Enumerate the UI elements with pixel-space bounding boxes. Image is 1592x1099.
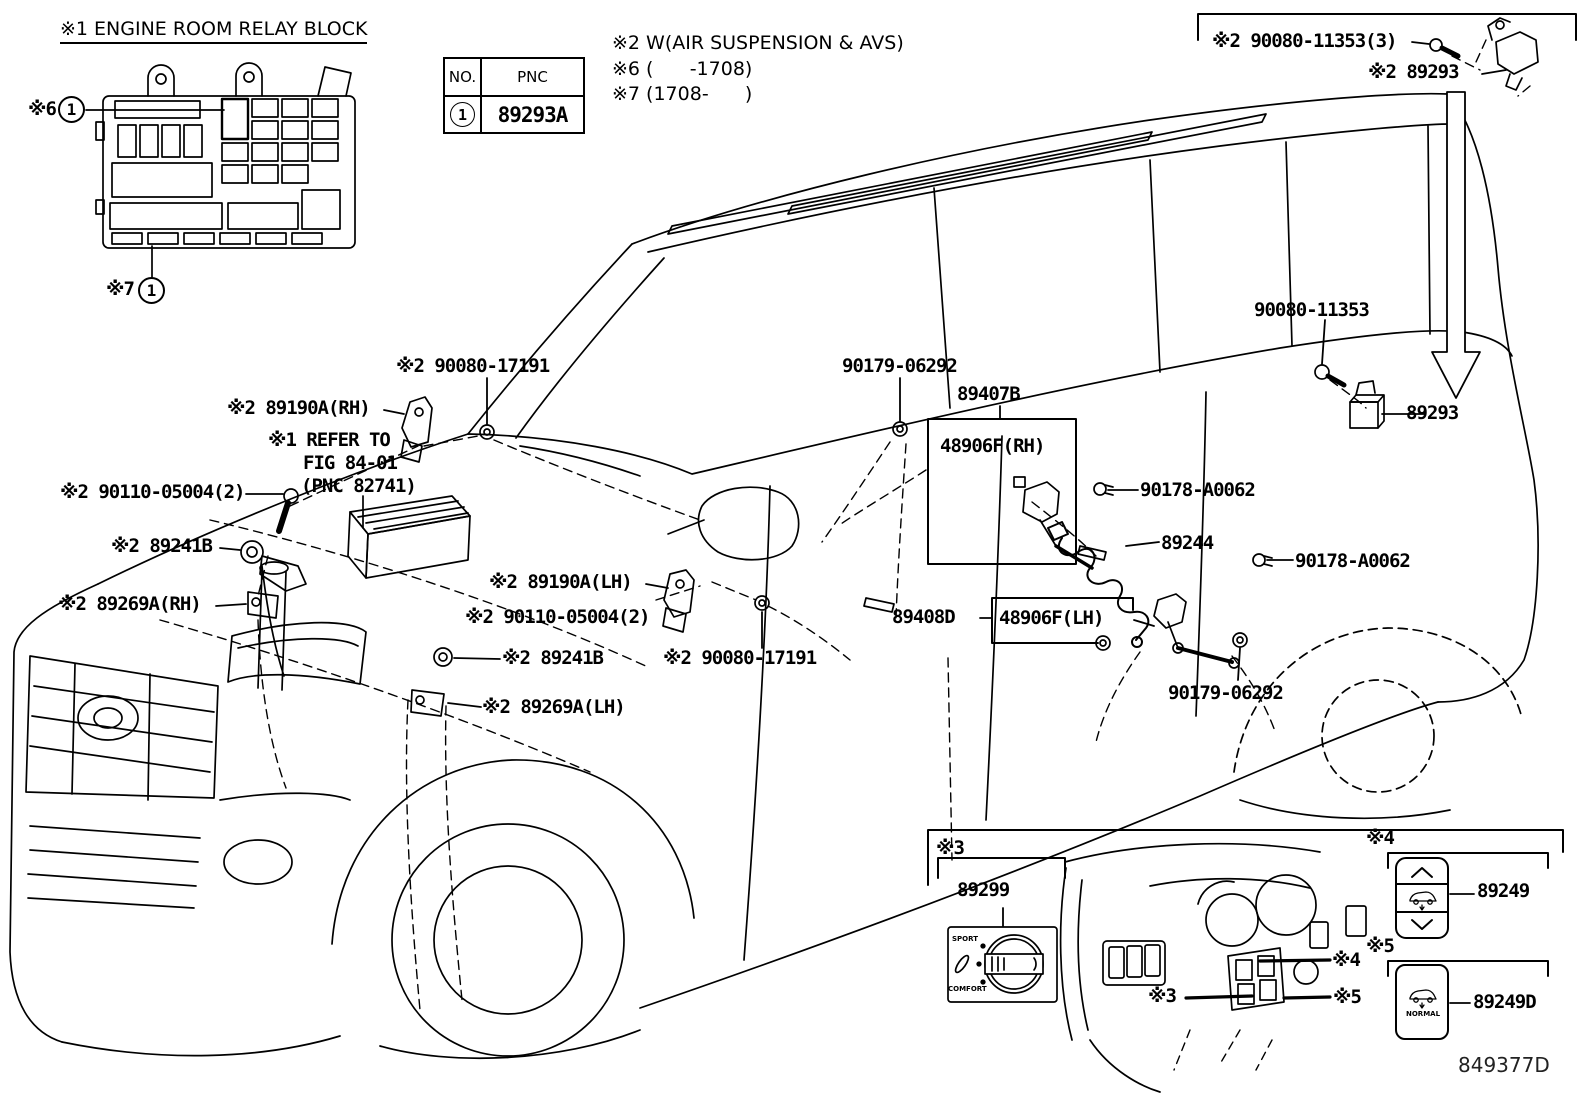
rear-sensor-rh-icon [1013,476,1094,570]
label-90178-a0062-b[interactable]: 90178-A0062 [1295,550,1411,572]
note-air-suspension: ※2 W(AIR SUSPENSION & AVS) [612,32,904,54]
harness-89244-icon [1047,521,1150,648]
ecu-89293-side-icon [1349,380,1385,429]
label-90080-17191-lh[interactable]: ※2 90080-17191 [663,647,817,669]
label-89299[interactable]: 89299 [957,879,1010,901]
pnc-table: NO. PNC 1 89293A [443,57,585,134]
sport-comfort-knob [947,926,1058,1003]
relay-callout-7[interactable]: 1 [138,277,165,304]
note-3-inset: ※3 [936,837,965,859]
label-89269a-lh[interactable]: ※2 89269A(LH) [482,696,626,718]
dashboard-illustration [1059,842,1367,1093]
pnc-table-col-no: NO. [445,59,482,95]
label-90178-a0062-a[interactable]: 90178-A0062 [1140,479,1256,501]
label-89249d[interactable]: 89249D [1473,991,1537,1013]
height-sensor-bracket-rh-icon [400,396,433,463]
front-sensor-rh-icon [240,540,307,691]
diagram-code: 849377D [1458,1053,1550,1077]
label-refer-line1: ※1 REFER TO [268,429,391,451]
note-5-pointer: ※5 [1333,986,1362,1008]
height-sensor-bracket-lh-icon [662,569,695,633]
label-refer-line2: FIG 84-01 [303,452,398,474]
ecu-82741-icon [347,495,471,579]
knob-comfort-label: COMFORT [948,985,987,993]
label-89293-top[interactable]: ※2 89293 [1368,61,1460,83]
inset-pointer-lines [1184,958,1332,1000]
label-90080-17191-rh[interactable]: ※2 90080-17191 [396,355,550,377]
label-90080-11353-3[interactable]: ※2 90080-11353(3) [1212,30,1397,52]
relay-note-7: ※7 [106,278,135,300]
label-90179-06292-a[interactable]: 90179-06292 [842,355,958,377]
callout-frames [927,13,1577,977]
label-89249[interactable]: 89249 [1477,880,1530,902]
label-90179-06292-b[interactable]: 90179-06292 [1168,682,1284,704]
label-89293-side[interactable]: 89293 [1406,402,1459,424]
front-sensor-lh-icon [410,647,453,717]
pnc-table-row[interactable]: 1 89293A [445,95,583,132]
label-89244[interactable]: 89244 [1161,532,1214,554]
note-3-pointer: ※3 [1148,985,1177,1007]
height-select-switch [1395,857,1449,939]
note-7-range: ※7 (1708- ) [612,83,753,105]
normal-switch [1395,964,1449,1040]
relay-block-illustration [85,62,356,279]
down-arrow [1431,91,1481,399]
switch-normal-label: NORMAL [1406,1010,1441,1018]
nut-icon [479,421,1248,651]
ecu-89293-top-icon [1487,17,1539,91]
relay-block-title: ※1 ENGINE ROOM RELAY BLOCK [60,18,368,44]
label-89408d[interactable]: 89408D [892,606,956,628]
label-48906f-rh[interactable]: 48906F(RH) [940,435,1045,457]
leader-lines [215,41,1507,1004]
label-89269a-rh[interactable]: ※2 89269A(RH) [58,593,202,615]
knob-sport-label: SPORT [952,935,978,943]
label-90110-05004-lh[interactable]: ※2 90110-05004(2) [465,606,650,628]
label-89241b-lh[interactable]: ※2 89241B [502,647,604,669]
clip-icon [1093,482,1273,567]
pnc-table-col-pnc: PNC [517,68,548,86]
label-90110-05004-rh[interactable]: ※2 90110-05004(2) [60,481,245,503]
note-5-inset: ※5 [1366,935,1395,957]
bolt-icon [276,488,299,534]
relay-note-6: ※6 [28,98,57,120]
note-4-inset: ※4 [1366,827,1395,849]
label-48906f-lh[interactable]: 48906F(LH) [999,607,1104,629]
label-89407b[interactable]: 89407B [957,383,1021,405]
note-6-range: ※6 ( -1708) [612,58,753,80]
pnc-row-callout[interactable]: 1 [450,102,475,127]
label-89190a-rh[interactable]: ※2 89190A(RH) [227,397,371,419]
relay-callout-6[interactable]: 1 [58,96,85,123]
label-refer-line3: (PNC 82741) [301,475,417,497]
label-90080-11353[interactable]: 90080-11353 [1254,299,1370,321]
label-89190a-lh[interactable]: ※2 89190A(LH) [489,571,633,593]
label-89241b-rh[interactable]: ※2 89241B [111,535,213,557]
rear-sensor-lh-icon [1153,593,1240,669]
pnc-row-value[interactable]: 89293A [497,102,569,127]
screw-icon [1314,38,1461,388]
note-4-pointer: ※4 [1332,949,1361,971]
vehicle-illustration [9,39,1539,1060]
